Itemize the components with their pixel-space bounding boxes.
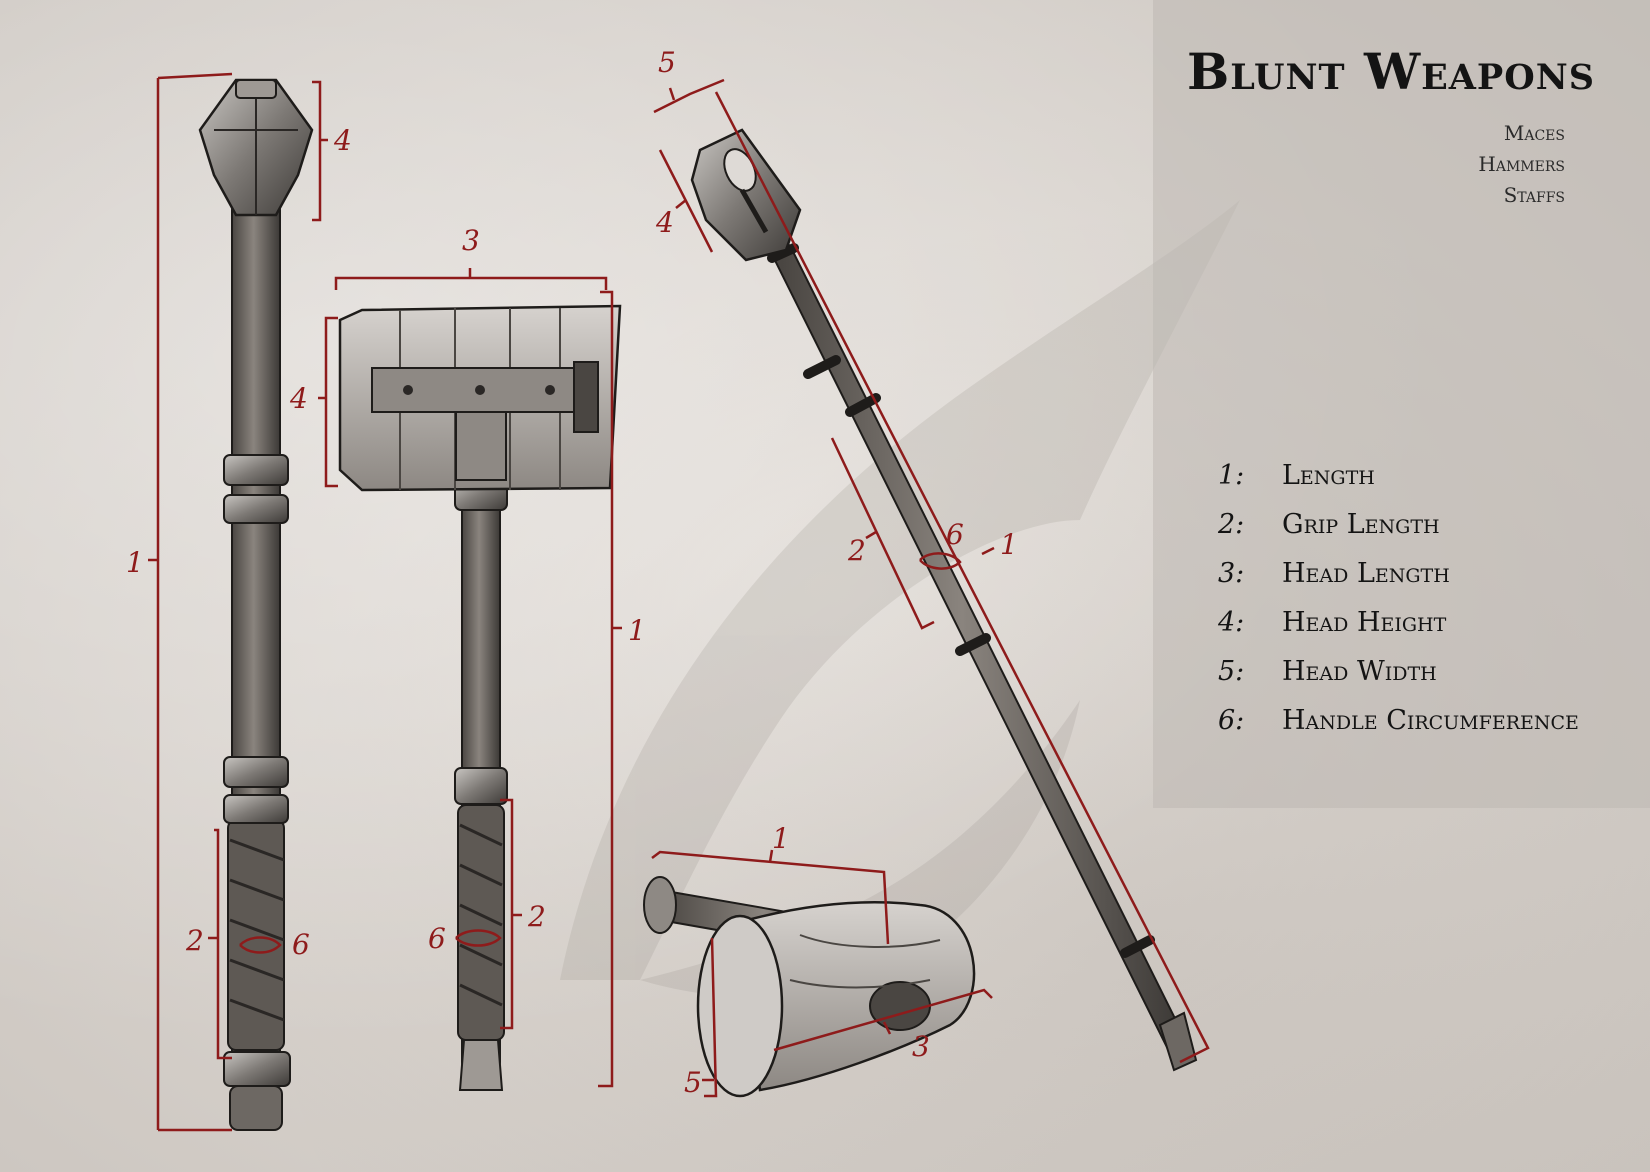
legend-number: 4:: [1218, 607, 1245, 638]
staff-head-width-marker: 5: [658, 46, 676, 79]
legend-item-head-width: 5: Head Width: [1218, 656, 1579, 705]
legend-label: Grip Length: [1282, 509, 1440, 540]
hammer-head-height-marker: 4: [289, 382, 308, 415]
hammer-circumference-marker: 6: [428, 922, 446, 955]
staff-drawing: [690, 128, 1198, 1072]
hammer-length-marker: 1: [628, 614, 646, 647]
maul-measurements: [651, 849, 993, 1098]
legend-label: Head Height: [1282, 607, 1447, 638]
hammer-head-length-marker: 3: [462, 224, 480, 257]
category-hammers: Hammers: [1478, 152, 1565, 176]
legend-number: 5:: [1218, 656, 1245, 687]
staff-length-marker: 1: [1000, 528, 1018, 561]
annotation-numerals: 1 4 2 6 3 4 1 2 6 5 4 2 6 1 1 3 5: [126, 46, 1018, 1099]
category-list: Maces Hammers Staffs: [1478, 118, 1565, 211]
maul-head-width-marker: 5: [684, 1066, 702, 1099]
legend-item-head-length: 3: Head Length: [1218, 558, 1579, 607]
staff-grip-length-marker: 2: [847, 534, 866, 567]
hammer-drawing: [338, 304, 622, 1091]
legend-label: Length: [1282, 460, 1375, 491]
mace-head-height-marker: 4: [333, 124, 352, 157]
measurement-legend: 1: Length 2: Grip Length 3: Head Length …: [1218, 460, 1579, 754]
legend-item-grip-length: 2: Grip Length: [1218, 509, 1579, 558]
info-panel: [1153, 0, 1650, 808]
legend-item-handle-circumference: 6: Handle Circumference: [1218, 705, 1579, 754]
legend-label: Handle Circumference: [1282, 705, 1579, 736]
staff-measurements: [653, 78, 1210, 1064]
legend-item-length: 1: Length: [1218, 460, 1579, 509]
category-staffs: Staffs: [1503, 183, 1565, 207]
legend-number: 1:: [1218, 460, 1245, 491]
page-title: Blunt Weapons: [1187, 42, 1595, 101]
staff-head-height-marker: 4: [655, 206, 674, 239]
legend-item-head-height: 4: Head Height: [1218, 607, 1579, 656]
hammer-grip-length-marker: 2: [527, 900, 546, 933]
legend-label: Head Width: [1282, 656, 1437, 687]
mace-circumference-marker: 6: [292, 928, 310, 961]
legend-number: 6:: [1218, 705, 1245, 736]
legend-label: Head Length: [1282, 558, 1450, 589]
mace-measurements: [148, 72, 328, 1132]
mace-length-marker: 1: [126, 546, 144, 579]
legend-number: 2:: [1218, 509, 1245, 540]
maul-head-length-marker: 3: [912, 1030, 930, 1063]
hammer-measurements: [318, 268, 622, 1088]
category-maces: Maces: [1503, 121, 1565, 145]
mace-drawing: [198, 78, 314, 1131]
legend-number: 3:: [1218, 558, 1245, 589]
mace-grip-length-marker: 2: [185, 924, 204, 957]
maul-length-marker: 1: [772, 822, 790, 855]
staff-circumference-marker: 6: [946, 518, 964, 551]
